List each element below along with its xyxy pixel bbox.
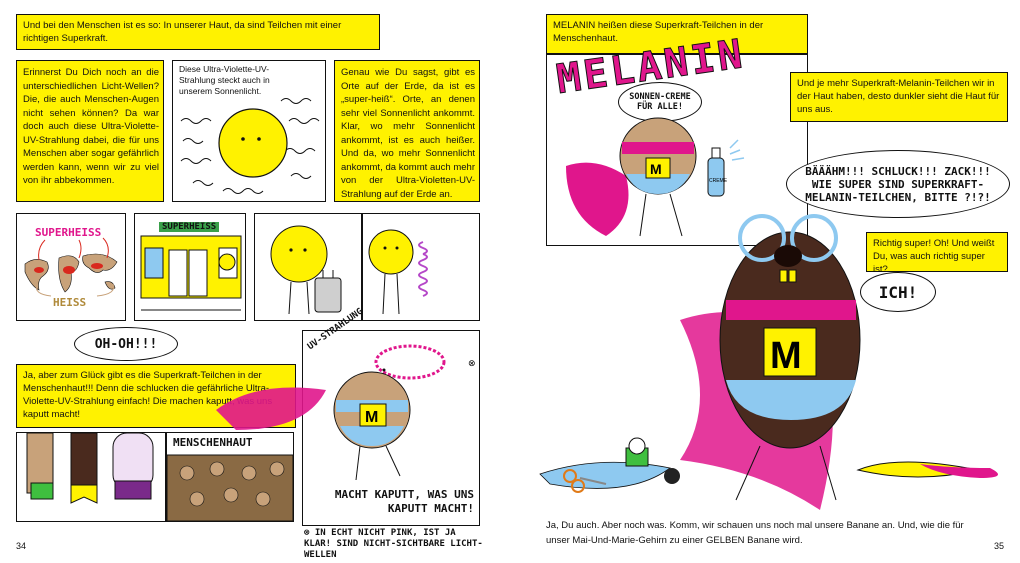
page-number-right: 35 [993,541,1004,551]
map-label-bottom: HEISS [53,296,87,309]
panel-sun-caption: Diese Ultra-Violette-UV-Strahlung steckt… [179,64,270,96]
page-number-left: 34 [16,541,27,551]
sun-uv-illustration [368,229,428,315]
big-bubble-text: BÄÄÄHM!!! SCHLUCK!!! ZACK!!! WIE SUPER S… [805,164,991,204]
melanin-ball-illustration: M ⊗ [216,344,476,481]
ich-bubble: ICH! [860,272,936,312]
ohoh-bubble-text: OH-OH!!! [94,336,158,352]
big-bubble: BÄÄÄHM!!! SCHLUCK!!! ZACK!!! WIE SUPER S… [786,150,1010,218]
ich-bubble-text: ICH! [878,282,918,302]
world-map-illustration [24,237,118,297]
panel-menschenhaut: MENSCHENHAUT [166,432,294,522]
menschenhaut-label: MENSCHENHAUT [173,436,253,449]
train-illustration [140,235,242,311]
macht-kaputt-text: MACHT KAPUTT, WAS UNS KAPUTT MACHT! [334,488,474,515]
panel-world-map: SUPERHEISS HEISS [16,213,126,321]
panel-sun: Diese Ultra-Violette-UV-Strahlung steckt… [172,60,326,202]
panel-text-1: Erinnerst Du Dich noch an die unterschie… [16,60,164,202]
bottle-label: CREME [709,178,728,184]
bottom-text: Ja, Du auch. Aber noch was. Komm, wir sc… [546,520,964,546]
panel-text-1-body: Erinnerst Du Dich noch an die unterschie… [23,67,159,186]
sonnencreme-text: SONNEN-CREME FÜR ALLE! [629,92,691,112]
question-caption: Richtig super! Oh! Und weißt Du, was auc… [866,232,1008,275]
panel-text-3-body: Genau wie Du sagst, gibt es Orte auf der… [341,67,475,200]
svg-text:M: M [365,409,378,426]
side-caption: Und je mehr Superkraft-Melanin-Teilchen … [790,72,1008,122]
panel-train: SUPERHEISS [134,213,246,321]
skin-cells-illustration [166,454,294,522]
map-label-top: SUPERHEISS [35,226,102,239]
right-top-caption: MELANIN heißen diese Superkraft-Teilchen… [546,14,808,54]
mole-superhero-illustration: M [680,214,861,510]
panel-sun-uv-spring [362,213,480,321]
svg-text:⊗: ⊗ [468,359,476,369]
floor-items-illustration [539,437,998,493]
panel-text-3: Genau wie Du sagst, gibt es Orte auf der… [334,60,480,202]
ohoh-bubble: OH-OH!!! [74,327,178,361]
mid-caption: Ja, aber zum Glück gibt es die Superkraf… [16,364,296,428]
left-top-caption: Und bei den Menschen ist es so: In unser… [16,14,380,50]
svg-text:M: M [770,335,802,377]
panel-sun-suitcase [254,213,362,321]
melanin-cream-illustration: M CREME [566,117,745,237]
footnote: ⊗ IN ECHT NICHT PINK, IST JA KLAR! SIND … [304,528,483,560]
sun-illustration [180,98,320,194]
panel-bodies [16,432,166,522]
bodies-illustration [26,432,154,504]
sun-suitcase-illustration [270,225,342,315]
train-label: SUPERHEISS [159,222,220,232]
svg-text:M: M [650,161,662,177]
